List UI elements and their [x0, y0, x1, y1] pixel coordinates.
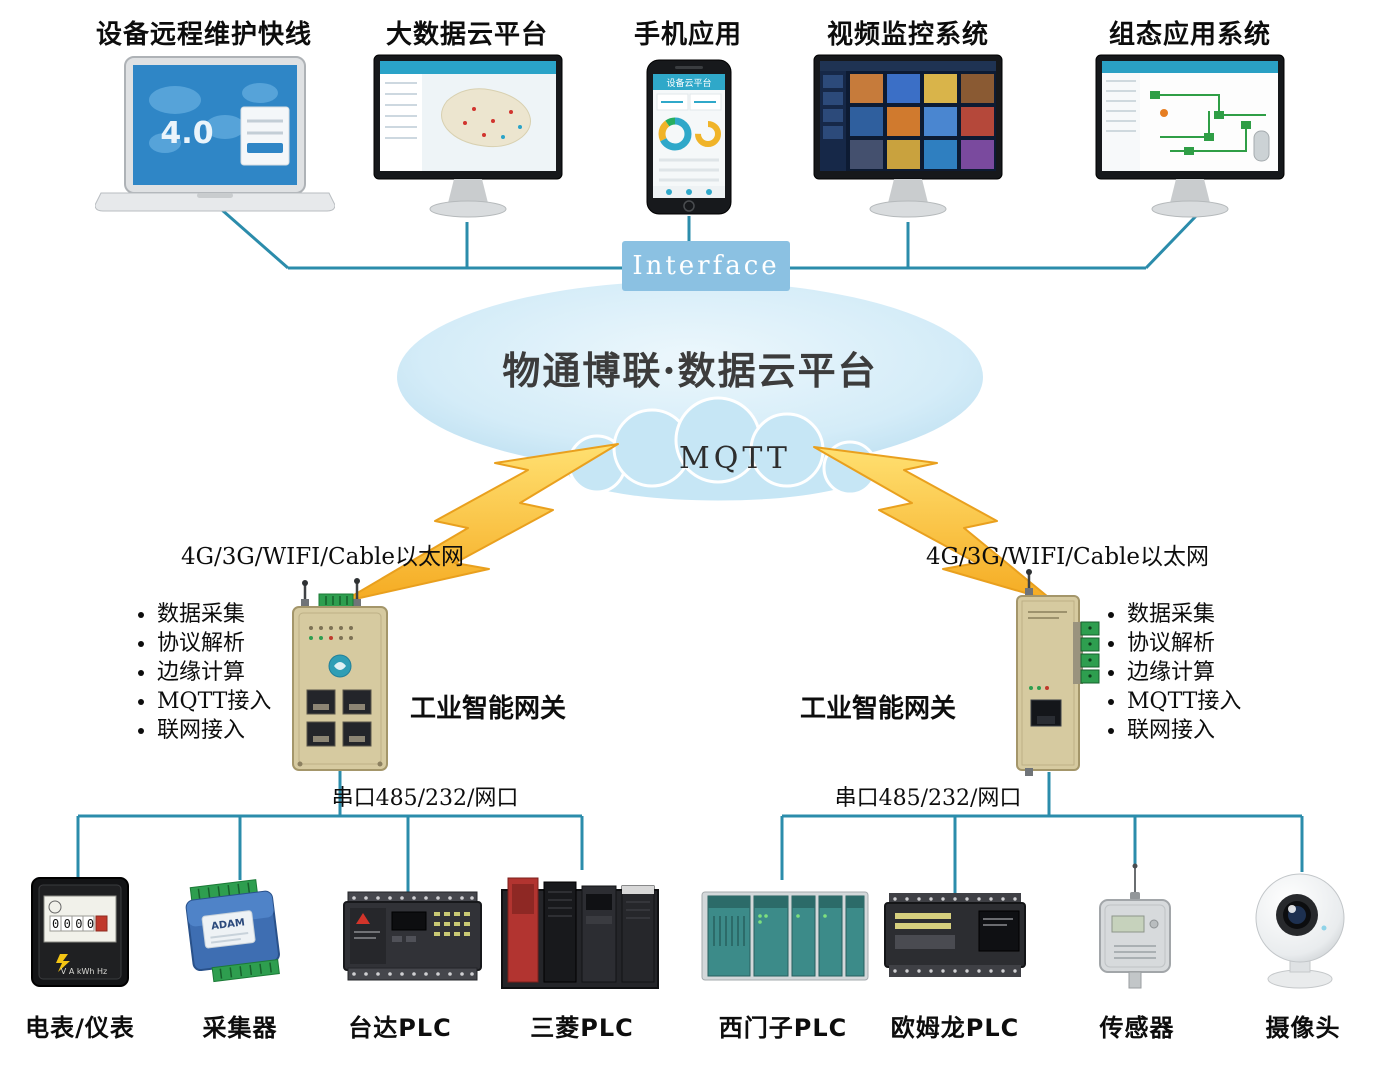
feature-item: 协议解析 — [157, 629, 271, 658]
cloud-platform-title: 物通博联·数据云平台 — [502, 348, 878, 393]
feature-item: 数据采集 — [157, 600, 271, 629]
data-collector-image: ADAM — [180, 876, 300, 992]
label-delta-plc: 台达PLC — [348, 1014, 452, 1042]
sensor-image — [1088, 860, 1183, 994]
network-label-right: 4G/3G/WIFI/Cable以太网 — [925, 544, 1210, 570]
left-device-bus — [76, 768, 584, 892]
delta-plc-image — [340, 888, 485, 988]
gateway-right-image — [995, 568, 1115, 784]
label-power-meter: 电表/仪表 — [25, 1014, 135, 1042]
feature-item: 数据采集 — [1127, 600, 1241, 629]
feature-item: 联网接入 — [157, 716, 271, 745]
phone-image: 设备云平台 — [645, 58, 733, 220]
label-video-surveillance: 视频监控系统 — [826, 20, 989, 50]
label-scada-system: 组态应用系统 — [1108, 20, 1271, 50]
label-bigdata-cloud: 大数据云平台 — [385, 20, 548, 50]
phone-header-text: 设备云平台 — [666, 77, 711, 89]
feature-item: 边缘计算 — [1127, 658, 1241, 687]
feature-item: 协议解析 — [1127, 629, 1241, 658]
surveillance-monitor-image — [812, 53, 1004, 227]
label-webcam: 摄像头 — [1265, 1014, 1341, 1042]
mqtt-protocol-label: MQTT — [679, 441, 791, 476]
label-mobile-app: 手机应用 — [633, 20, 742, 50]
laptop-screen-text: 4.0 — [160, 116, 213, 151]
interface-box: Interface — [622, 241, 790, 291]
label-sensor: 传感器 — [1099, 1014, 1175, 1042]
gateway-right-features: 数据采集 协议解析 边缘计算 MQTT接入 联网接入 — [1103, 600, 1241, 745]
adam-label: ADAM — [211, 917, 246, 932]
meter-units: V A kWh Hz — [61, 967, 107, 976]
label-siemens-plc: 西门子PLC — [718, 1014, 848, 1042]
gateway-left-title: 工业智能网关 — [409, 694, 566, 724]
label-remote-maintenance: 设备远程维护快线 — [95, 20, 312, 50]
cloud-platform-ellipse — [397, 281, 983, 473]
feature-item: MQTT接入 — [1127, 687, 1241, 716]
gateway-left-image — [275, 578, 405, 782]
bigdata-monitor-image — [372, 53, 564, 227]
label-mitsubishi-plc: 三菱PLC — [530, 1014, 634, 1042]
meter-digits: 0000 — [52, 917, 99, 931]
power-meter-image: 0000 V A kWh Hz — [30, 876, 130, 992]
label-collector: 采集器 — [202, 1014, 278, 1042]
label-omron-plc: 欧姆龙PLC — [890, 1014, 1020, 1042]
gateway-right-title: 工业智能网关 — [799, 694, 956, 724]
serial-label-left: 串口485/232/网口 — [331, 786, 519, 811]
scada-monitor-image — [1092, 53, 1288, 227]
siemens-plc-image — [700, 876, 870, 992]
laptop-image: 4.0 — [94, 55, 336, 217]
feature-item: 联网接入 — [1127, 716, 1241, 745]
omron-plc-image — [883, 891, 1028, 983]
network-label-left: 4G/3G/WIFI/Cable以太网 — [180, 544, 465, 570]
mitsubishi-plc-image — [500, 866, 660, 998]
webcam-image — [1248, 868, 1353, 994]
right-device-bus — [780, 772, 1304, 895]
serial-label-right: 串口485/232/网口 — [834, 786, 1022, 811]
feature-item: MQTT接入 — [157, 687, 271, 716]
feature-item: 边缘计算 — [157, 658, 271, 687]
gateway-left-features: 数据采集 协议解析 边缘计算 MQTT接入 联网接入 — [133, 600, 271, 745]
